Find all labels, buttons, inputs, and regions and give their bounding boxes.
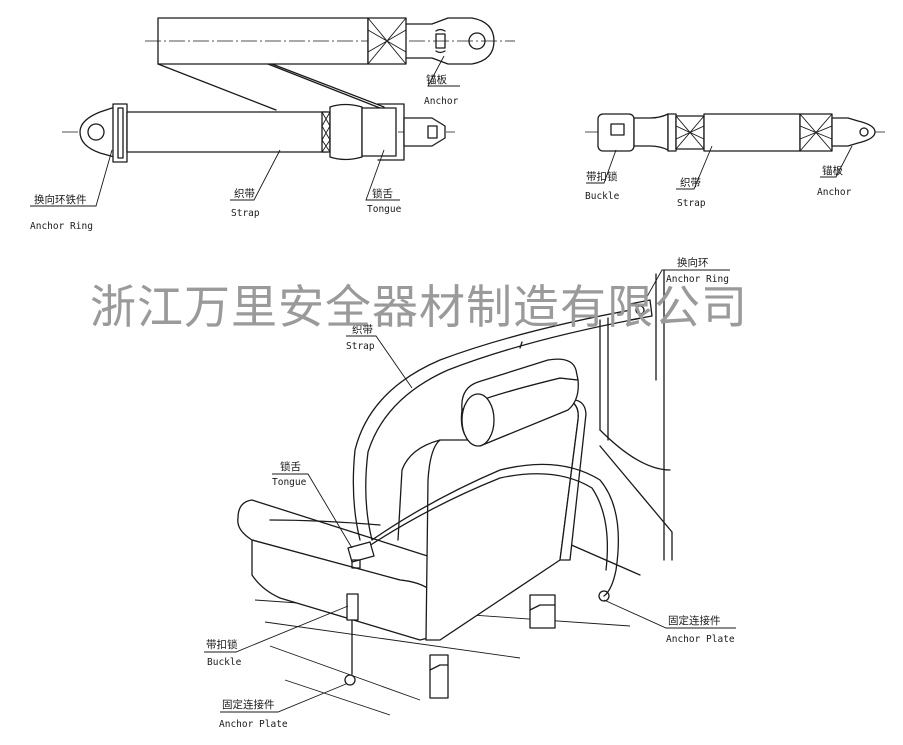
label-en: Anchor Ring: [666, 274, 729, 285]
b-pillar: [559, 269, 673, 576]
label-anchor-plate-left: 固定连接件 Anchor Plate: [219, 683, 347, 730]
label-anchor-plate-right: 固定连接件 Anchor Plate: [603, 599, 736, 645]
label-cn: 锚板: [822, 164, 843, 177]
seat-strap: [352, 307, 643, 602]
label-en: Anchor Plate: [219, 719, 288, 730]
label-tongue-top-left: 锁舌 Tongue: [365, 149, 402, 215]
tongue-part: [347, 541, 375, 569]
label-en: Strap: [346, 341, 375, 352]
label-buckle-top-right: 带扣锁 Buckle: [585, 149, 620, 202]
top-left-belt-assembly: [62, 17, 515, 163]
label-en: Tongue: [367, 204, 402, 215]
label-cn: 锁舌: [280, 460, 301, 473]
headrest: [460, 358, 579, 447]
label-tongue-seat: 锁舌 Tongue: [272, 460, 353, 549]
label-en: Anchor: [817, 187, 852, 198]
label-cn: 固定连接件: [668, 614, 721, 627]
label-en: Buckle: [207, 657, 242, 668]
label-cn: 织带: [680, 177, 701, 189]
label-anchor-top-right: 锚板 Anchor: [817, 145, 853, 198]
label-en: Anchor Plate: [666, 634, 735, 645]
label-en: Strap: [231, 208, 260, 219]
folded-strap-band: [157, 63, 385, 111]
label-cn: 带扣锁: [586, 170, 618, 183]
seat-view: [237, 269, 673, 716]
top-right-belt-assembly: [585, 113, 885, 152]
label-cn: 织带: [352, 324, 373, 336]
label-cn: 带扣锁: [206, 638, 238, 651]
label-anchor-top-left: 锚板 Anchor: [424, 55, 460, 107]
label-en: Tongue: [272, 477, 307, 488]
label-cn: 固定连接件: [222, 698, 275, 711]
label-cn: 锁舌: [372, 187, 393, 200]
company-watermark: 浙江万里安全器材制造有限公司: [90, 280, 748, 334]
upper-strap: [145, 17, 515, 65]
label-strap-top-left: 织带 Strap: [230, 149, 281, 219]
label-en: Buckle: [585, 191, 620, 202]
label-buckle-seat: 带扣锁 Buckle: [204, 605, 349, 668]
label-anchor-ring-top-left: 换向环铁件 Anchor Ring: [30, 149, 113, 232]
label-strap-top-right: 织带 Strap: [676, 145, 713, 209]
label-en: Anchor Ring: [30, 221, 93, 232]
lower-strap: [62, 103, 455, 163]
label-strap-seat: 织带 Strap: [346, 324, 413, 389]
label-en: Strap: [677, 198, 706, 209]
buckle-stalk: [344, 593, 359, 686]
label-cn: 换向环: [677, 256, 709, 269]
anchor-ring-pillar: [629, 299, 653, 321]
seat-rails: [429, 594, 556, 699]
label-cn: 锚板: [426, 73, 447, 86]
label-anchor-ring-seat: 换向环 Anchor Ring: [643, 256, 730, 303]
label-en: Anchor: [424, 96, 459, 107]
label-cn: 织带: [234, 188, 255, 200]
label-cn: 换向环铁件: [34, 193, 87, 206]
